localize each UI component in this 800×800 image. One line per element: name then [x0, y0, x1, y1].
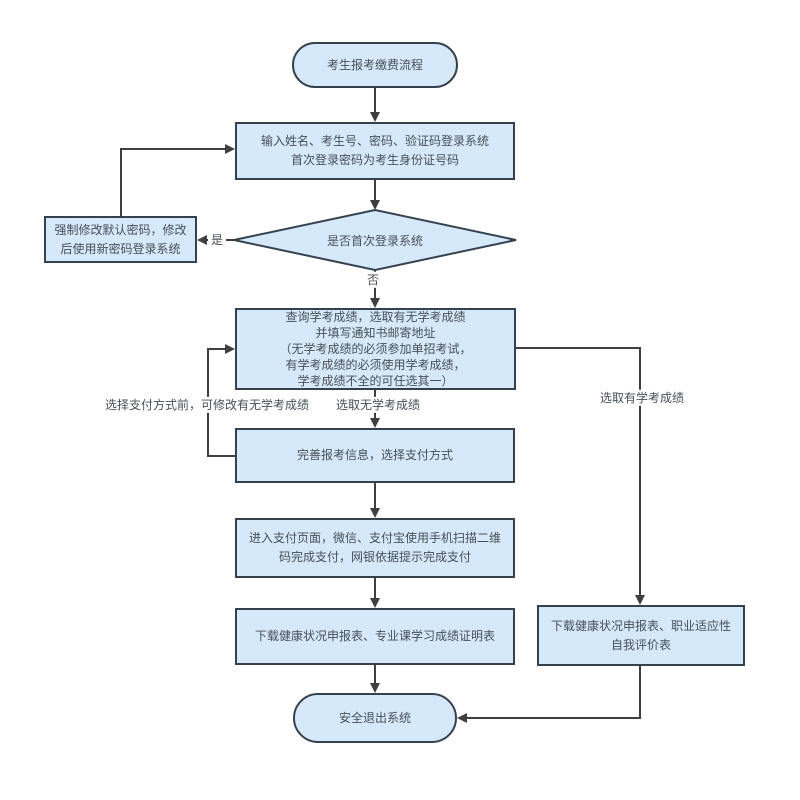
edge-label-no: 否 — [363, 271, 383, 289]
node-complete-info: 完善报考信息，选择支付方式 — [235, 428, 515, 483]
edge-label-has-scores: 选取有学考成绩 — [596, 389, 688, 407]
node-payment: 进入支付页面，微信、支付宝使用手机扫描二维 码完成支付，网银依据提示完成支付 — [235, 518, 515, 578]
edge-changepw-to-login — [120, 148, 226, 216]
edge-label-no-scores: 选取无学考成绩 — [332, 396, 424, 414]
node-end-terminal: 安全退出系统 — [293, 693, 457, 743]
arrowhead — [225, 144, 235, 154]
arrowhead — [225, 344, 235, 354]
node-query-scores: 查询学考成绩，选取有无学考成绩 并填写通知书邮寄地址 （无学考成绩的必须参加单招… — [235, 308, 516, 390]
edge-download-alt-to-end — [466, 666, 641, 719]
node-start-terminal: 考生报考缴费流程 — [292, 42, 458, 88]
node-login-process: 输入姓名、考生号、密码、验证码登录系统 首次登录密码为考生身份证号码 — [235, 122, 515, 180]
node-change-password: 强制修改默认密码，修改 后使用新密码登录系统 — [44, 216, 197, 263]
arrowhead — [370, 298, 380, 308]
node-download-main: 下载健康状况申报表、专业课学习成绩证明表 — [235, 608, 515, 665]
arrowhead — [197, 235, 207, 245]
node-decision-first-login-label: 是否首次登录系统 — [326, 233, 423, 248]
arrowhead — [370, 200, 380, 210]
arrowhead — [370, 418, 380, 428]
arrowhead — [370, 683, 380, 693]
edge-query-to-download-alt — [516, 347, 641, 596]
arrowhead — [635, 595, 645, 605]
arrowhead — [370, 508, 380, 518]
edge-label-yes: 是 — [207, 231, 227, 249]
node-download-alt: 下载健康状况申报表、职业适应性 自我评价表 — [537, 605, 745, 666]
arrowhead — [370, 112, 380, 122]
arrowhead — [457, 713, 467, 723]
arrowhead — [370, 598, 380, 608]
edge-label-modify-before-pay: 选择支付方式前，可修改有无学考成绩 — [101, 396, 313, 414]
